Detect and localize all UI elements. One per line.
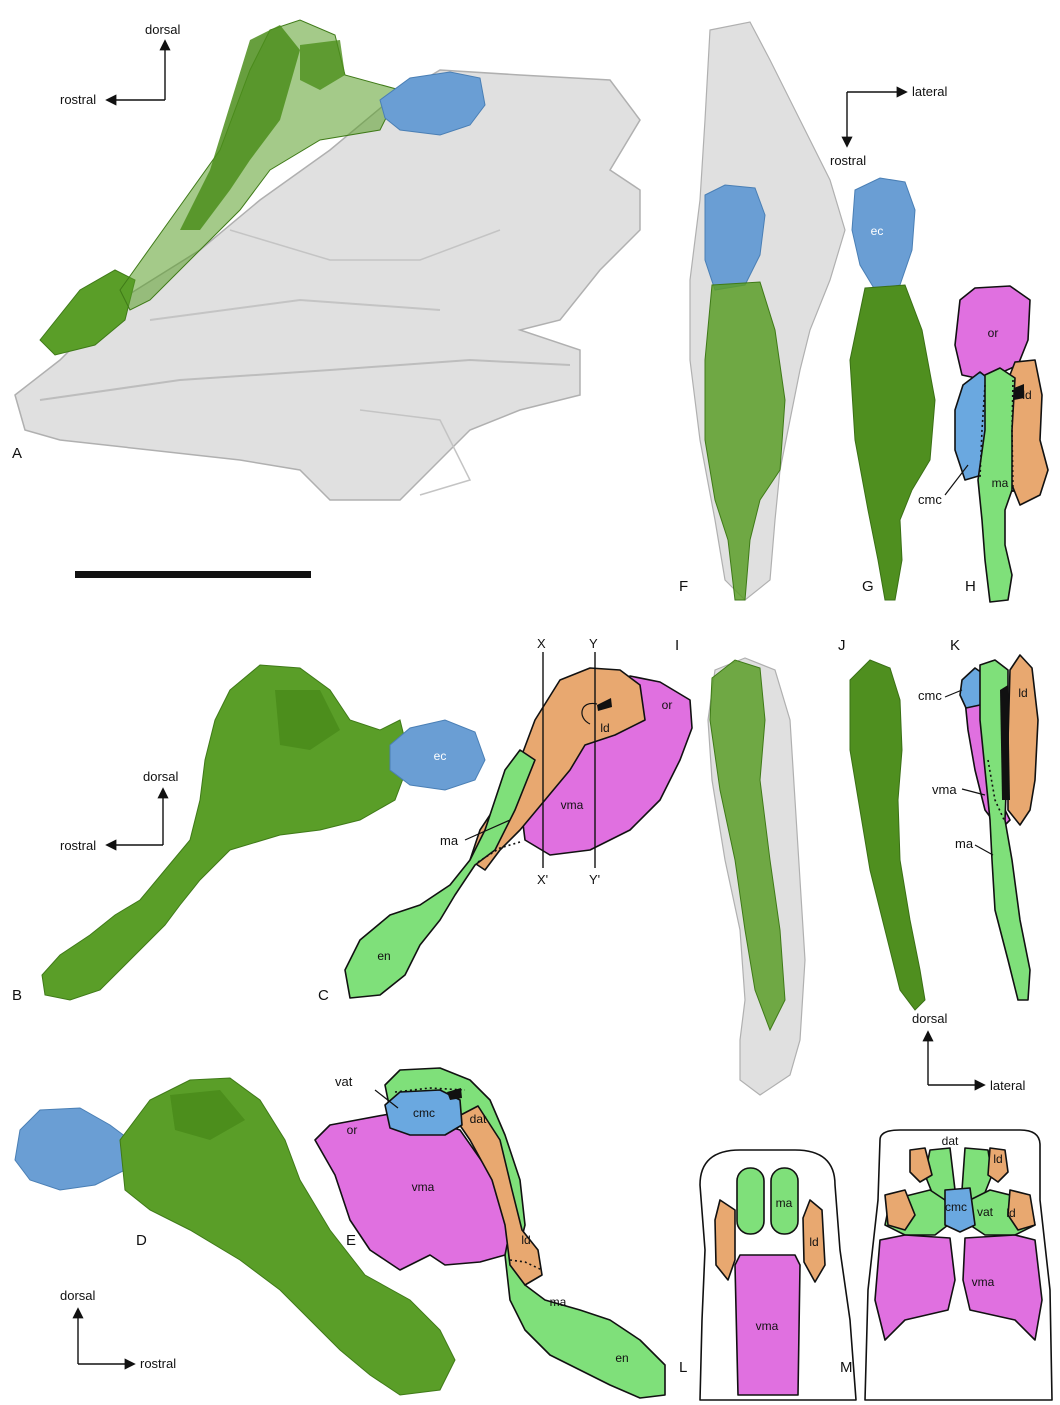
ma-label-e: ma bbox=[550, 1295, 567, 1309]
vat-label-m: vat bbox=[977, 1205, 994, 1219]
panel-j: J bbox=[838, 637, 925, 1010]
orientation-compass-b: dorsal rostral bbox=[60, 769, 179, 853]
dat-label-e: dat bbox=[470, 1112, 487, 1126]
section-x-prime-label: X' bbox=[537, 872, 548, 887]
panel-letter-b: B bbox=[12, 987, 22, 1004]
section-y-prime-label: Y' bbox=[589, 872, 600, 887]
panel-letter-j: J bbox=[838, 637, 846, 654]
panel-c: vma or ld en ma X Y X' Y' C bbox=[318, 636, 692, 1004]
ld-label-m-top: ld bbox=[993, 1152, 1002, 1166]
nasal-cavity-model-g bbox=[850, 285, 935, 600]
rostral-label-a: rostral bbox=[60, 92, 96, 107]
dorsal-label-d: dorsal bbox=[60, 1288, 96, 1303]
scale-bar bbox=[75, 571, 311, 578]
or-label-c: or bbox=[662, 698, 673, 712]
ld-label-m-mid: ld bbox=[1006, 1206, 1015, 1220]
ec-label-g: ec bbox=[871, 224, 884, 238]
ld-label-e: ld bbox=[521, 1233, 530, 1247]
dat-label-m: dat bbox=[942, 1134, 959, 1148]
vat-label-e: vat bbox=[335, 1074, 353, 1089]
ec-model-d bbox=[15, 1108, 130, 1190]
panel-letter-e: E bbox=[346, 1232, 356, 1249]
ma-label-c: ma bbox=[440, 833, 459, 848]
orientation-compass-k: dorsal lateral bbox=[912, 1011, 1026, 1093]
rostral-label-f: rostral bbox=[830, 153, 866, 168]
panel-a: A bbox=[12, 20, 640, 500]
vma-label-e: vma bbox=[412, 1180, 435, 1194]
en-label-c: en bbox=[377, 949, 390, 963]
panel-letter-m: M bbox=[840, 1359, 853, 1376]
or-label-e: or bbox=[347, 1123, 358, 1137]
vma-label-m: vma bbox=[972, 1275, 995, 1289]
section-y-label: Y bbox=[589, 636, 598, 651]
ld-region-k bbox=[1008, 655, 1038, 825]
nasal-cavity-model-f bbox=[705, 282, 785, 600]
ma-region-l-left bbox=[737, 1168, 764, 1234]
or-label-h: or bbox=[988, 326, 999, 340]
cmc-label-k: cmc bbox=[918, 688, 942, 703]
nasal-cavity-model-j bbox=[850, 660, 925, 1010]
panel-m: M ld dat vat ld cmc vma bbox=[840, 1130, 1052, 1400]
panel-i: I bbox=[675, 637, 805, 1095]
panel-letter-g: G bbox=[862, 578, 874, 595]
lateral-label-f: lateral bbox=[912, 84, 948, 99]
panel-h: or ld ma cmc H bbox=[918, 286, 1048, 602]
panel-letter-c: C bbox=[318, 987, 329, 1004]
section-x-label: X bbox=[537, 636, 546, 651]
cmc-label-e: cmc bbox=[413, 1106, 435, 1120]
cmc-label-h: cmc bbox=[918, 492, 942, 507]
panel-letter-i: I bbox=[675, 637, 679, 654]
panel-f: F bbox=[679, 22, 845, 600]
orientation-compass-a: dorsal rostral bbox=[60, 22, 181, 107]
ld-label-k: ld bbox=[1018, 686, 1027, 700]
panel-l: ma ld vma L bbox=[679, 1150, 856, 1400]
vma-label-k: vma bbox=[932, 782, 957, 797]
dorsal-label-b: dorsal bbox=[143, 769, 179, 784]
orientation-compass-d: dorsal rostral bbox=[60, 1288, 176, 1371]
vma-label-c: vma bbox=[561, 798, 584, 812]
dorsal-label-k: dorsal bbox=[912, 1011, 948, 1026]
ec-label-b: ec bbox=[434, 749, 447, 763]
cmc-label-m: cmc bbox=[945, 1200, 967, 1214]
ma-label-l: ma bbox=[776, 1196, 793, 1210]
ld-region-l-left bbox=[715, 1200, 735, 1280]
panel-letter-d: D bbox=[136, 1232, 147, 1249]
lateral-label-k: lateral bbox=[990, 1078, 1026, 1093]
ld-label-c: ld bbox=[600, 721, 609, 735]
dorsal-label-a: dorsal bbox=[145, 22, 181, 37]
panel-letter-h: H bbox=[965, 578, 976, 595]
en-label-e: en bbox=[615, 1351, 628, 1365]
panel-letter-f: F bbox=[679, 578, 688, 595]
panel-g: ec G bbox=[850, 178, 935, 600]
ec-model-a bbox=[380, 72, 485, 135]
ld-label-l: ld bbox=[809, 1235, 818, 1249]
rostral-label-d: rostral bbox=[140, 1356, 176, 1371]
panel-letter-l: L bbox=[679, 1359, 687, 1376]
ma-label-h: ma bbox=[992, 476, 1009, 490]
ma-label-k: ma bbox=[955, 836, 974, 851]
panel-letter-k: K bbox=[950, 637, 960, 654]
vma-label-l: vma bbox=[756, 1319, 779, 1333]
ec-model-g bbox=[852, 178, 915, 290]
rostral-label-b: rostral bbox=[60, 838, 96, 853]
orientation-compass-f: lateral rostral bbox=[830, 84, 948, 168]
panel-letter-a: A bbox=[12, 445, 22, 462]
panel-k: K ld cmc vma ma bbox=[918, 637, 1038, 1000]
